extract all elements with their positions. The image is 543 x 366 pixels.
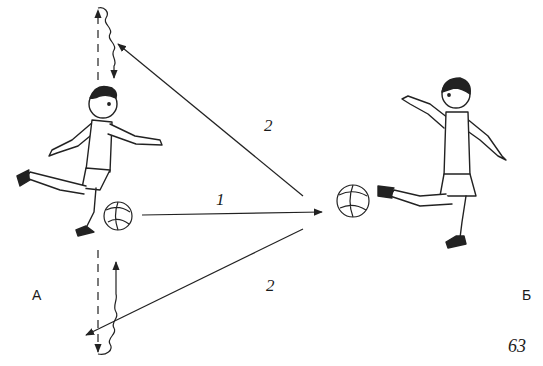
run-path — [98, 262, 117, 354]
player-figure — [378, 78, 506, 248]
callout-number: 2 — [262, 116, 275, 135]
ball — [104, 202, 132, 230]
callout-number: 1 — [214, 190, 227, 209]
player-letter: А — [30, 287, 43, 303]
run-path — [97, 10, 98, 80]
run-path — [98, 8, 115, 78]
player-letter: Б — [520, 287, 533, 303]
run-path — [97, 250, 98, 352]
player-figure — [17, 86, 162, 236]
ball — [337, 185, 369, 217]
pass-arrow — [86, 229, 303, 335]
pass-arrow — [118, 44, 303, 196]
callout-number: 2 — [264, 276, 277, 295]
pass-arrow — [142, 212, 322, 215]
figure-number: 63 — [506, 336, 528, 356]
